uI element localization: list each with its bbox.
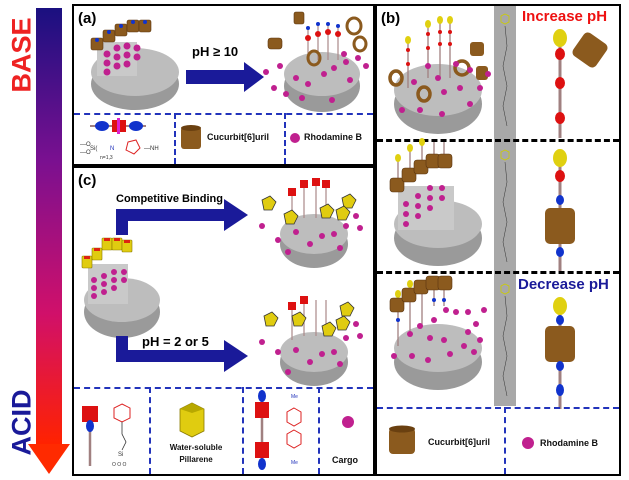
panel-c-pillarene-label-1: Water-soluble <box>169 443 223 452</box>
gradient-arrow-shaft <box>36 8 62 444</box>
svg-text:O O O: O O O <box>112 462 127 468</box>
panel-a-cb6-icon <box>181 125 201 149</box>
increase-ph-label: Increase pH <box>522 8 608 25</box>
panel-c-methyl-label-top: Me <box>291 394 298 400</box>
panel-a-stalk-structure: —O —O Si( N —NH <box>80 139 159 156</box>
panel-c-top-arrow-label: Competitive Binding <box>116 193 223 205</box>
panel-c-methyl-label-bottom: Me <box>291 460 298 466</box>
panel-b-molecule-strip <box>494 6 516 406</box>
panel-c-label: (c) <box>78 172 97 189</box>
panel-c-legend-divider <box>74 387 373 389</box>
panel-b-row1-nanoparticle <box>388 16 491 134</box>
panel-a-arrow-label: pH ≥ 10 <box>192 44 239 59</box>
svg-text:—O: —O <box>80 142 91 148</box>
svg-text:Si: Si <box>118 452 123 458</box>
panel-c-pillarene-icon <box>179 402 205 438</box>
panel-c-pillarene-label-2: Pillarene <box>179 455 213 464</box>
panel-b-row3-axle-detail <box>545 297 575 409</box>
panel-b-row2-nanoparticle <box>389 138 482 266</box>
panel-c-viologen-axle-icon <box>255 390 302 470</box>
acid-label: ACID <box>6 389 37 456</box>
panel-b-legend-sep <box>504 407 506 474</box>
panel-b-molecule-structures <box>500 13 510 397</box>
ph-gradient-arrow <box>36 8 62 448</box>
panel-c-pyridinium-stalk-icon: Si O O O <box>82 403 131 468</box>
svg-text:—NH: —NH <box>144 146 159 152</box>
panel-a-label: (a) <box>78 10 97 27</box>
panel-a-open-nanoparticle <box>263 11 369 112</box>
panel-b-legend-divider <box>377 407 619 409</box>
panel-a-rhodamine-label: Rhodamine B <box>304 132 363 142</box>
panel-c-bottom-arrow <box>116 336 248 372</box>
panel-c-cargo-icon <box>342 416 354 428</box>
panel-c-cargo-label: Cargo <box>332 455 359 465</box>
svg-text:Si(: Si( <box>90 146 97 152</box>
panel-c-top-arrow <box>116 199 248 235</box>
panel-c-legend-sep-1 <box>149 387 151 474</box>
panel-b-row-divider-2 <box>377 271 619 274</box>
panel-b-cb6-label: Cucurbit[6]uril <box>428 437 490 447</box>
panel-a-rhodamine-icon <box>290 133 300 143</box>
panel-a-closed-nanoparticle <box>90 19 179 110</box>
svg-text:—O: —O <box>80 150 91 156</box>
panel-b-rhodamine-label: Rhodamine B <box>540 438 599 448</box>
panel-c-bottom-arrow-label: pH = 2 or 5 <box>142 334 209 349</box>
panel-b-row1-axle-detail <box>553 29 608 138</box>
panel-c-legend-sep-2 <box>242 387 244 474</box>
panel-b-row-divider-1 <box>377 139 619 142</box>
base-label: BASE <box>6 17 37 93</box>
panel-b-cb6-icon <box>389 425 415 454</box>
panel-a-cb6-label: Cucurbit[6]uril <box>207 132 269 142</box>
decrease-ph-label: Decrease pH <box>518 276 609 293</box>
panel-a-stalk-icon <box>90 118 146 134</box>
panel-c-legend-sep-3 <box>318 387 320 474</box>
panel-b-rhodamine-icon <box>522 437 534 449</box>
svg-text:N: N <box>110 146 114 152</box>
panel-b-row3-nanoparticle <box>389 275 487 390</box>
panel-c-ph-result <box>259 296 363 386</box>
panel-a-legend-sep-1 <box>174 113 176 164</box>
panel-b-row2-axle-detail <box>545 149 575 271</box>
panel-a-legend-divider <box>74 113 373 115</box>
panel-a-stalk-note: n=1,3 <box>100 155 113 161</box>
panel-a-legend-sep-2 <box>284 113 286 164</box>
panel-b-label: (b) <box>381 10 401 27</box>
panel-a-arrow <box>186 62 264 92</box>
panel-c-start-nanoparticle <box>81 237 160 338</box>
panel-c-competitive-result <box>259 178 363 268</box>
